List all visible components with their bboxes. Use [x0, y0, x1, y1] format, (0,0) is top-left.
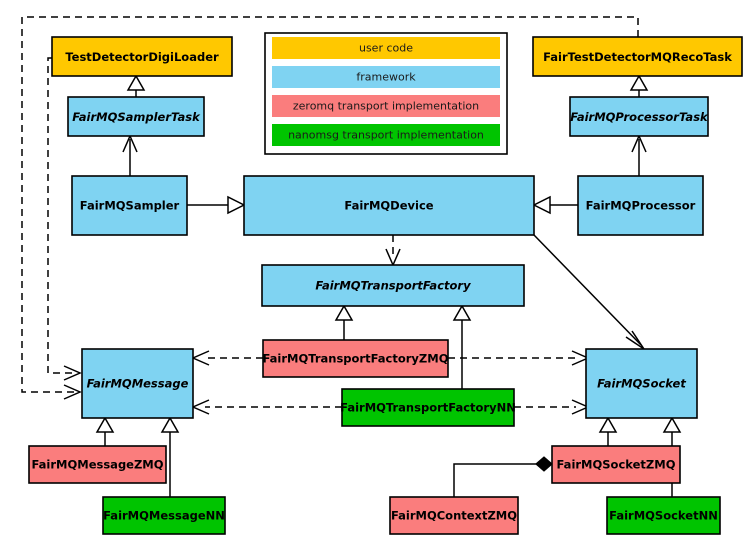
edge-layer: [21, 16, 682, 497]
node-rect-fair-mq-transport-factory-nn[interactable]: [341, 388, 515, 427]
legend-swatch-user-code: [272, 37, 500, 59]
node-fair-mq-processor-task[interactable]: FairMQProcessorTask: [569, 96, 709, 137]
node-rect-fair-mq-context-zmq[interactable]: [389, 496, 519, 535]
node-rect-fair-mq-transport-factory-zmq[interactable]: [262, 339, 449, 378]
edge-device-to-transportfactory: [385, 235, 401, 267]
edge-processor-to-processortask: [631, 134, 647, 176]
edge-transportfactoryzmq-to-message: [191, 350, 263, 366]
node-fair-mq-device[interactable]: FairMQDevice: [243, 175, 535, 236]
edge-samplertask-to-digiloader: [126, 74, 146, 97]
node-rect-fair-mq-sampler[interactable]: [71, 175, 188, 236]
edge-transportfactorynn-to-socket: [514, 399, 590, 415]
node-fair-mq-sampler-task[interactable]: FairMQSamplerTask: [67, 96, 205, 137]
edge-messagenn-to-message: [160, 416, 180, 497]
node-rect-test-detector-digi-loader[interactable]: [51, 36, 233, 77]
node-rect-fair-mq-processor[interactable]: [577, 175, 704, 236]
edge-socketzmq-to-socket: [598, 416, 618, 446]
node-rect-fair-mq-socket[interactable]: [585, 348, 698, 419]
node-fair-mq-transport-factory-zmq[interactable]: FairMQTransportFactoryZMQ: [262, 339, 449, 378]
legend-swatch-zeromq: [272, 95, 500, 117]
legend-swatch-framework: [272, 66, 500, 88]
node-rect-fair-mq-sampler-task[interactable]: [67, 96, 205, 137]
legend-item-zeromq: zeromq transport implementation: [272, 95, 500, 117]
node-rect-fair-mq-socket-nn[interactable]: [606, 496, 721, 535]
node-fair-mq-transport-factory-nn[interactable]: FairMQTransportFactoryNN: [340, 388, 516, 427]
node-rect-fair-test-detector-mq-reco-task[interactable]: [532, 36, 743, 77]
node-fair-mq-message[interactable]: FairMQMessage: [81, 348, 194, 419]
edge-sampler-to-device: [187, 195, 246, 215]
legend-swatch-nanomsg: [272, 124, 500, 146]
node-fair-mq-message-nn[interactable]: FairMQMessageNN: [102, 496, 226, 535]
edge-transportfactoryzmq-to-transportfactory: [334, 304, 354, 340]
legend: user code framework zeromq transport imp…: [264, 32, 508, 155]
edge-sampler-to-samplertask: [122, 134, 138, 176]
edge-contextzmq-to-socketzmq: [453, 456, 553, 497]
node-fair-mq-socket[interactable]: FairMQSocket: [585, 348, 698, 419]
edge-messagezmq-to-message: [95, 416, 115, 446]
node-rect-fair-mq-device[interactable]: [243, 175, 535, 236]
edge-transportfactoryzmq-to-socket: [448, 350, 590, 366]
node-fair-mq-message-zmq[interactable]: FairMQMessageZMQ: [28, 445, 167, 484]
edge-processortask-to-recotask: [629, 74, 649, 97]
legend-item-nanomsg: nanomsg transport implementation: [272, 124, 500, 146]
node-rect-fair-mq-message-nn[interactable]: [102, 496, 226, 535]
node-fair-mq-context-zmq[interactable]: FairMQContextZMQ: [389, 496, 519, 535]
node-rect-fair-mq-socket-zmq[interactable]: [551, 445, 681, 484]
node-fair-mq-sampler[interactable]: FairMQSampler: [71, 175, 188, 236]
node-fair-mq-processor[interactable]: FairMQProcessor: [577, 175, 704, 236]
edge-digiloader-to-message: [47, 57, 82, 381]
node-test-detector-digi-loader[interactable]: TestDetectorDigiLoader: [51, 36, 233, 77]
node-fair-test-detector-mq-reco-task[interactable]: FairTestDetectorMQRecoTask: [532, 36, 743, 77]
node-rect-fair-mq-transport-factory[interactable]: [261, 264, 525, 307]
edge-transportfactorynn-to-transportfactory: [452, 304, 472, 389]
edge-device-to-socket: [533, 234, 645, 350]
legend-item-user-code: user code: [272, 37, 500, 59]
edge-recotask-to-message: [21, 16, 639, 400]
node-fair-mq-transport-factory[interactable]: FairMQTransportFactory: [261, 264, 525, 307]
legend-item-framework: framework: [272, 66, 500, 88]
node-rect-fair-mq-message[interactable]: [81, 348, 194, 419]
node-fair-mq-socket-nn[interactable]: FairMQSocketNN: [606, 496, 721, 535]
edge-processor-to-device: [532, 195, 578, 215]
node-rect-fair-mq-message-zmq[interactable]: [28, 445, 167, 484]
node-fair-mq-socket-zmq[interactable]: FairMQSocketZMQ: [551, 445, 681, 484]
node-rect-fair-mq-processor-task[interactable]: [569, 96, 709, 137]
edge-transportfactorynn-to-message: [191, 399, 342, 415]
